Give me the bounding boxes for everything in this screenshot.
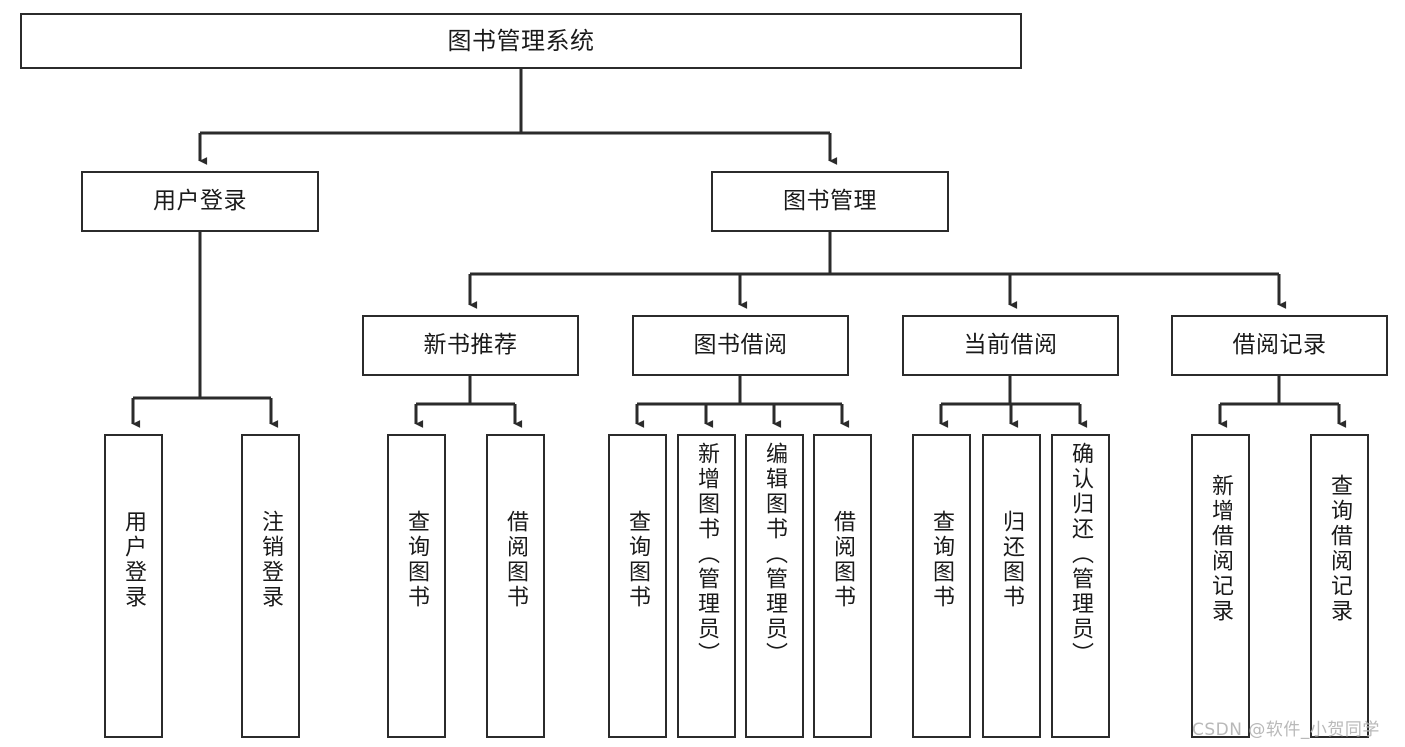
node-root-system[interactable]: 图书管理系统	[20, 13, 1022, 69]
leaf-recommend-query-book-label: 查询图书	[404, 510, 430, 610]
node-new-book-recommend-label: 新书推荐	[423, 331, 518, 358]
leaf-user-logout-label: 注销登录	[258, 510, 284, 610]
leaf-record-add[interactable]: 新增借阅记录	[1191, 434, 1250, 738]
node-book-manage[interactable]: 图书管理	[711, 171, 949, 232]
node-new-book-recommend[interactable]: 新书推荐	[362, 315, 579, 376]
node-borrow-record[interactable]: 借阅记录	[1171, 315, 1388, 376]
node-root-system-label: 图书管理系统	[447, 26, 595, 55]
leaf-current-query-book[interactable]: 查询图书	[912, 434, 971, 738]
node-current-borrow[interactable]: 当前借阅	[902, 315, 1119, 376]
leaf-recommend-borrow-book-label: 借阅图书	[503, 510, 529, 610]
leaf-current-return-book[interactable]: 归还图书	[982, 434, 1041, 738]
leaf-current-query-book-label: 查询图书	[929, 510, 955, 610]
node-borrow-record-label: 借阅记录	[1232, 331, 1327, 358]
node-user-login-label: 用户登录	[153, 187, 247, 214]
leaf-borrow-query-book[interactable]: 查询图书	[608, 434, 667, 738]
node-user-login[interactable]: 用户登录	[81, 171, 319, 232]
leaf-user-login-label: 用户登录	[121, 510, 147, 610]
leaf-borrow-add-book-admin[interactable]: 新增图书（管理员）	[677, 434, 736, 738]
node-current-borrow-label: 当前借阅	[963, 331, 1058, 358]
leaf-current-confirm-return-admin-label: 确认归还（管理员）	[1068, 442, 1094, 667]
leaf-borrow-lend-book[interactable]: 借阅图书	[813, 434, 872, 738]
leaf-current-return-book-label: 归还图书	[999, 510, 1025, 610]
leaf-recommend-query-book[interactable]: 查询图书	[387, 434, 446, 738]
node-book-manage-label: 图书管理	[783, 187, 877, 214]
leaf-recommend-borrow-book[interactable]: 借阅图书	[486, 434, 545, 738]
leaf-record-add-label: 新增借阅记录	[1208, 474, 1234, 624]
leaf-user-login[interactable]: 用户登录	[104, 434, 163, 738]
leaf-borrow-add-book-admin-label: 新增图书（管理员）	[694, 442, 720, 667]
leaf-record-search-label: 查询借阅记录	[1327, 474, 1353, 624]
leaf-current-confirm-return-admin[interactable]: 确认归还（管理员）	[1051, 434, 1110, 738]
leaf-user-logout[interactable]: 注销登录	[241, 434, 300, 738]
node-book-borrow-label: 图书借阅	[693, 331, 788, 358]
node-book-borrow[interactable]: 图书借阅	[632, 315, 849, 376]
leaf-borrow-query-book-label: 查询图书	[625, 510, 651, 610]
csdn-watermark: CSDN @软件_小贺同学	[1192, 720, 1380, 740]
leaf-record-search[interactable]: 查询借阅记录	[1310, 434, 1369, 738]
leaf-borrow-edit-book-admin[interactable]: 编辑图书（管理员）	[745, 434, 804, 738]
leaf-borrow-edit-book-admin-label: 编辑图书（管理员）	[762, 442, 788, 667]
leaf-borrow-lend-book-label: 借阅图书	[830, 510, 856, 610]
